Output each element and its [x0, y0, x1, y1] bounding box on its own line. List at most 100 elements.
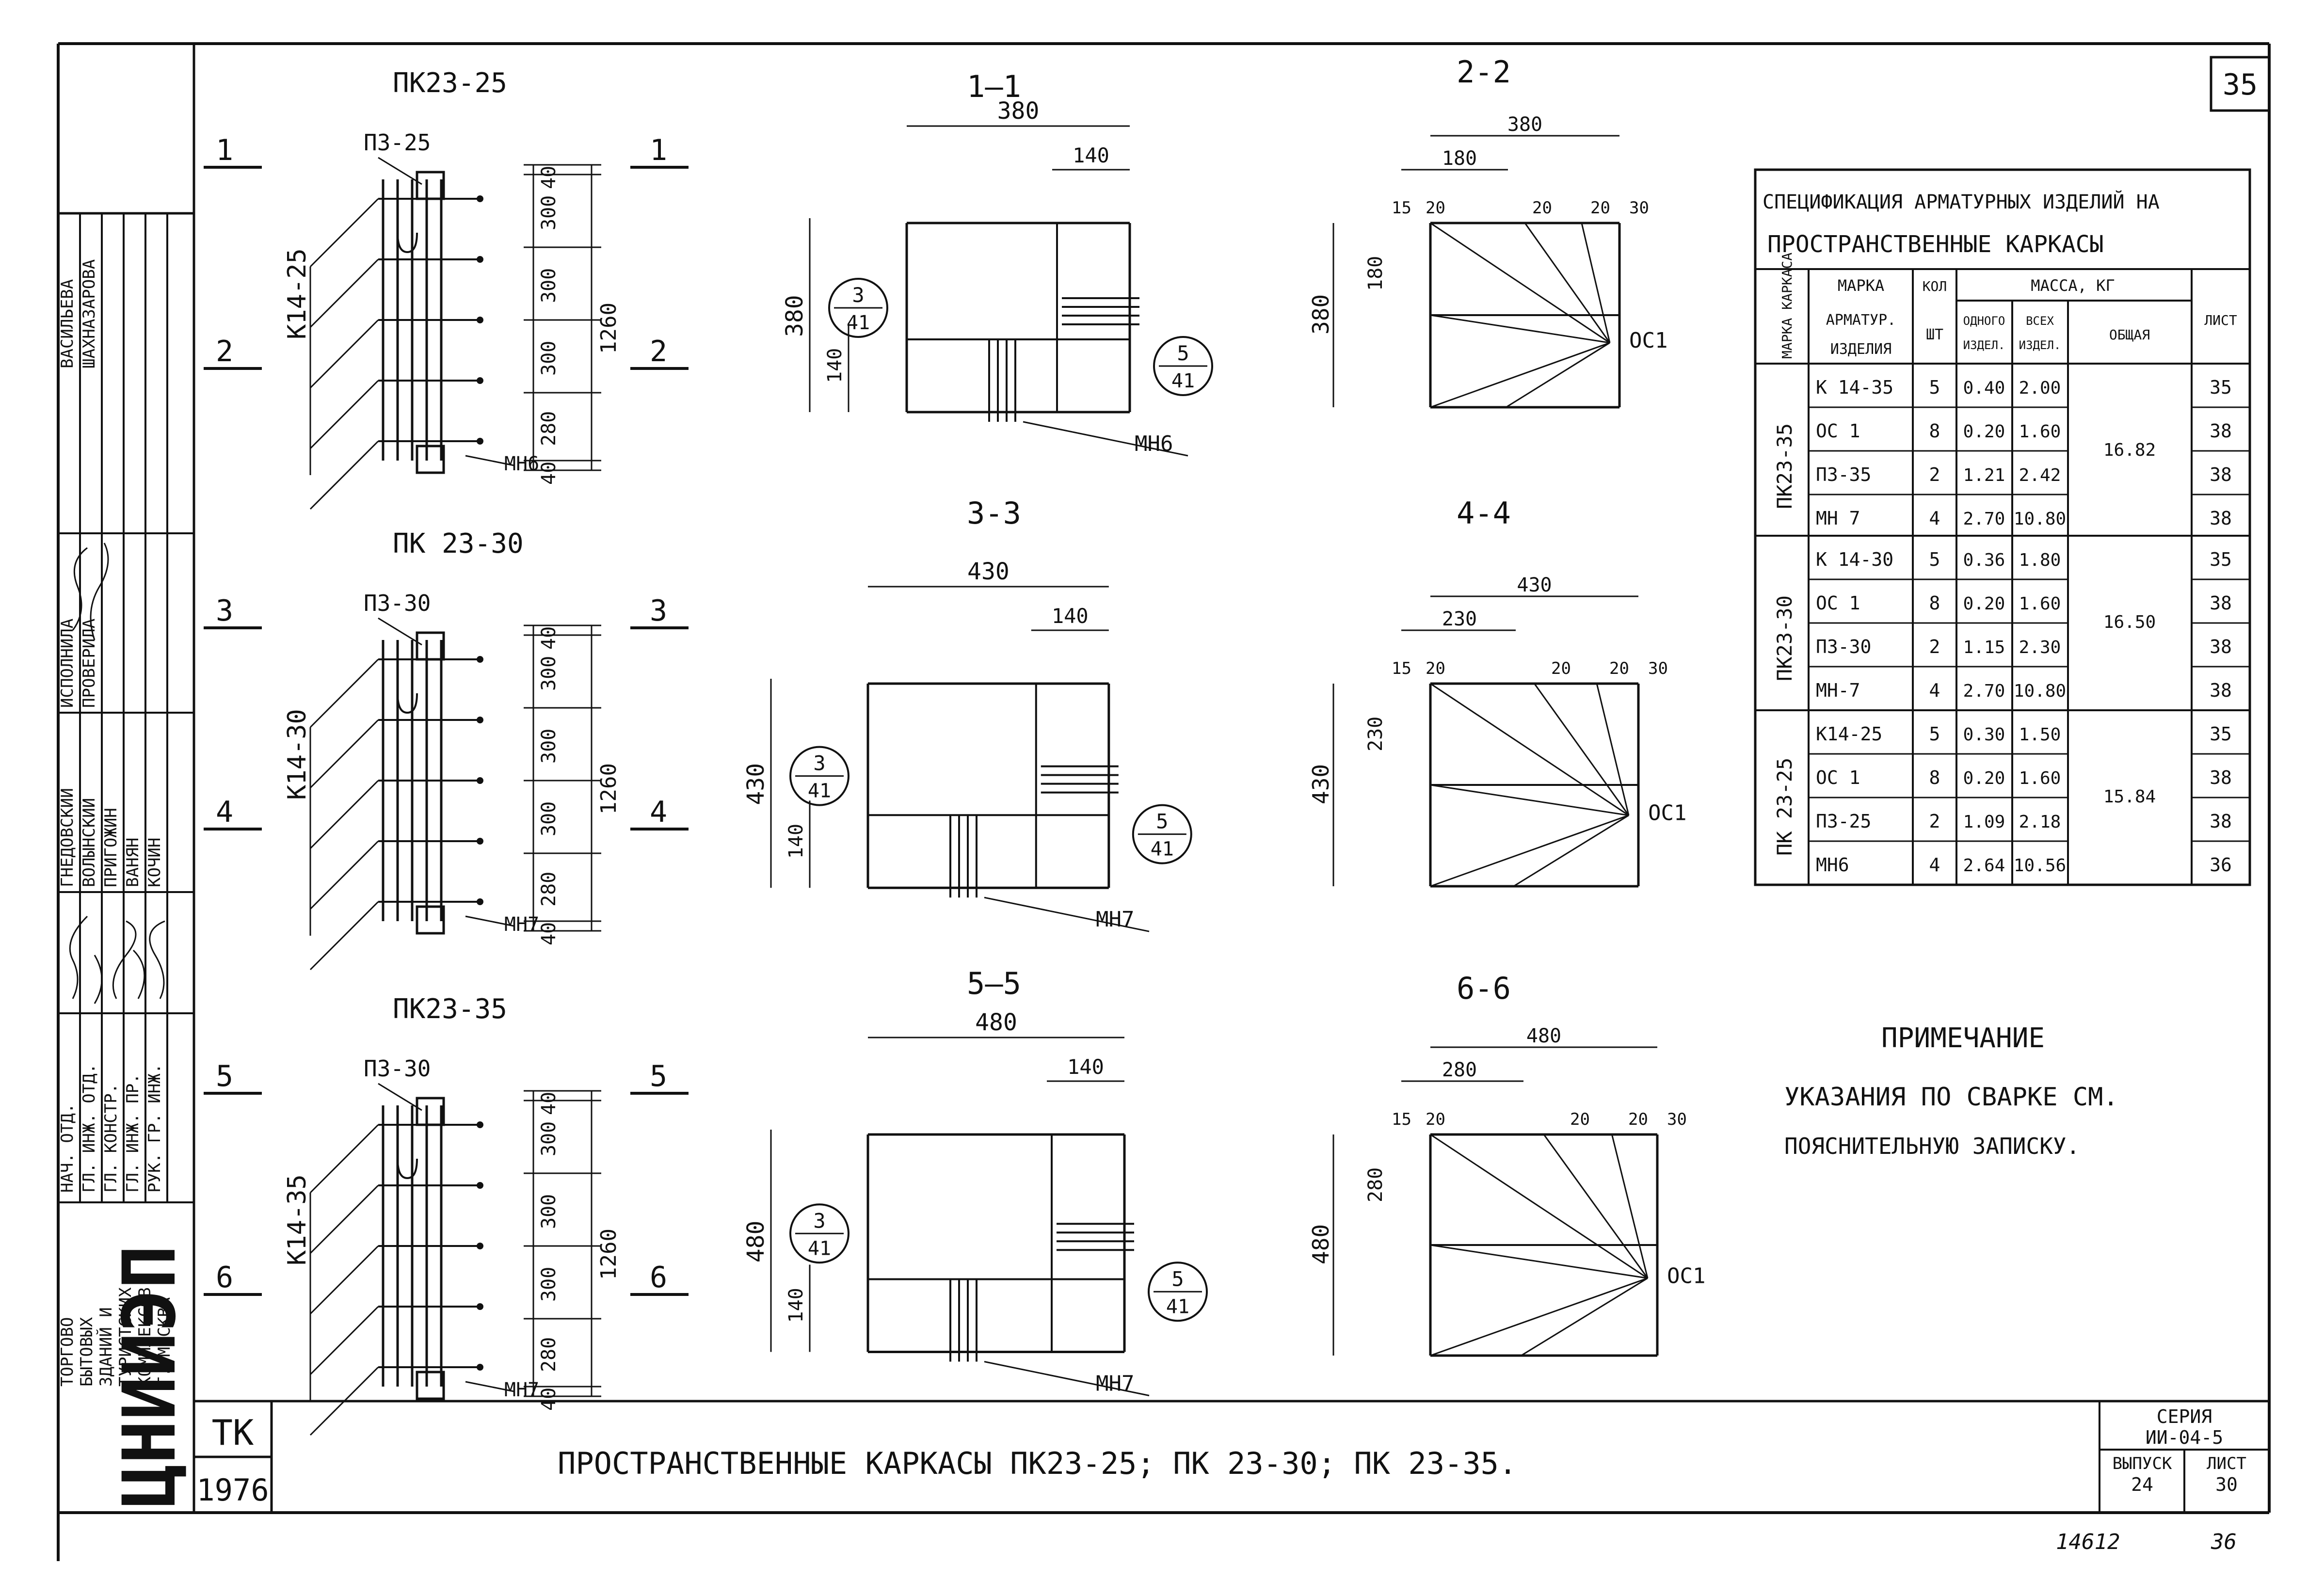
signatures — [69, 543, 165, 1004]
diagonal-rod — [309, 840, 379, 910]
elev-width: 430 — [1517, 574, 1552, 596]
diagonal-rod — [1524, 223, 1611, 343]
leader-line — [465, 455, 514, 466]
note: ПРИМЕЧАНИЕ УКАЗАНИЯ ПО СВАРКЕ СМ. ПОЯСНИ… — [1784, 1022, 2118, 1159]
spec-sheet: 38 — [2210, 636, 2232, 657]
spec-head-all-2: ИЗДЕЛ. — [2019, 338, 2061, 352]
elev-d15: 15 — [1392, 659, 1411, 678]
spec-item-mark: ПЗ-35 — [1816, 464, 1871, 485]
elev-d20b: 20 — [1532, 198, 1552, 218]
sheet-title: ПРОСТРАНСТВЕННЫЕ КАРКАСЫ ПК23-25; ПК 23-… — [558, 1446, 1517, 1481]
elev-sub: 180 — [1442, 147, 1477, 170]
detail-reference-bubble — [1153, 336, 1213, 396]
elev-d20a: 20 — [1426, 659, 1445, 678]
spec-head-qty-1: КОЛ — [1923, 278, 1947, 294]
stamp-name-4: ВАНЯН — [123, 838, 143, 887]
spec-mass-one: 0.20 — [1963, 768, 2005, 788]
dimension-value: 300 — [538, 268, 560, 303]
plan-inner: 140 — [1067, 1055, 1104, 1079]
rod-label: ОС1 — [1629, 328, 1667, 353]
bubble-bottom: 41 — [847, 312, 870, 334]
section-marker-number: 1 — [216, 133, 233, 167]
detail-reference-bubble — [1148, 1262, 1208, 1322]
spec-qty: 8 — [1929, 420, 1940, 442]
stamp-check-name-2: ШАХНАЗАРОВА — [80, 259, 99, 368]
spec-head-item-2: АРМАТУР. — [1826, 312, 1896, 329]
detail-reference-bubble — [789, 1203, 849, 1264]
spec-item-mark: ОС 1 — [1816, 767, 1860, 788]
elev-sub: 280 — [1442, 1059, 1477, 1081]
dimension-value: 300 — [538, 656, 560, 691]
elev-height: 480 — [1308, 1224, 1334, 1264]
weld-point — [477, 777, 483, 784]
diagonal-rod — [309, 780, 379, 849]
section-title-2: 2-2 — [1457, 54, 1511, 90]
bottom-plate — [416, 1371, 445, 1400]
spec-item-mark: МН-7 — [1816, 680, 1860, 701]
elev-d20b: 20 — [1551, 659, 1571, 678]
leader-line — [465, 915, 514, 927]
diagonal-rod — [309, 1245, 379, 1315]
spec-item-mark: ОС 1 — [1816, 592, 1860, 614]
section-title-3: 3-3 — [967, 495, 1021, 531]
dimension-value: 300 — [538, 195, 560, 230]
diagonal-rod — [309, 380, 379, 449]
spec-qty: 2 — [1929, 636, 1940, 657]
spec-item-mark: ПЗ-30 — [1816, 636, 1871, 657]
spec-head-mass: МАССА, КГ — [2031, 276, 2115, 295]
bubble-top: 5 — [1177, 341, 1189, 365]
dimension-value: 40 — [538, 1388, 560, 1411]
spec-item-mark: МН6 — [1816, 854, 1849, 876]
stamp-year: 1976 — [196, 1472, 269, 1508]
stamp-org-6: Г. МОСКВА — [155, 1297, 174, 1387]
spec-mass-all: 2.18 — [2019, 812, 2061, 832]
spec-head-one-2: ИЗДЕЛ. — [1963, 338, 2005, 352]
frame-mark: ПК 23-30 — [393, 528, 524, 559]
section-title-5: 5—5 — [967, 966, 1021, 1001]
weld-point — [477, 1182, 483, 1189]
rod-label: К14-25 — [283, 248, 312, 339]
bottom-plate — [416, 445, 445, 474]
stamp-role-1: НАЧ. ОТД. — [58, 1103, 77, 1193]
spec-item-mark: ОС 1 — [1816, 420, 1860, 442]
dimension-total: 1260 — [596, 763, 621, 814]
plan-inner: 140 — [1073, 144, 1109, 167]
note-title: ПРИМЕЧАНИЕ — [1881, 1022, 2045, 1054]
spec-head-item-1: МАРКА — [1838, 276, 1884, 295]
plan-width: 480 — [975, 1009, 1017, 1036]
spec-mass-one: 1.09 — [1963, 812, 2005, 832]
top-part-label: ПЗ-30 — [364, 1055, 431, 1082]
spec-item-mark: К14-25 — [1816, 723, 1882, 745]
detail-reference-bubble — [1132, 804, 1192, 864]
plan-low: 140 — [824, 348, 846, 383]
spec-sheet: 38 — [2210, 508, 2232, 529]
diagonal-rod — [1430, 222, 1610, 344]
rod-label: ОС1 — [1648, 801, 1686, 826]
spec-qty: 4 — [1929, 508, 1940, 529]
note-line-2: ПОЯСНИТЕЛЬНУЮ ЗАПИСКУ. — [1784, 1133, 2080, 1159]
bubble-bottom: 41 — [1171, 370, 1195, 392]
spec-sheet: 38 — [2210, 464, 2232, 485]
spec-head-qty-2: ШТ — [1926, 326, 1943, 343]
dimension-value: 280 — [538, 1337, 560, 1372]
spec-mass-one: 1.15 — [1963, 638, 2005, 657]
elev-d20b: 20 — [1570, 1110, 1590, 1129]
stamp-sheet-label: ЛИСТ — [2207, 1454, 2246, 1473]
spec-mass-all: 1.80 — [2019, 550, 2061, 570]
bubble-top: 5 — [1171, 1267, 1184, 1291]
diagonal-rod — [1430, 314, 1610, 344]
leader-line — [984, 896, 1150, 932]
section-marker-number: 4 — [216, 795, 233, 829]
top-plate — [416, 1097, 445, 1126]
top-part-label: ПЗ-25 — [364, 129, 431, 156]
spec-mass-all: 10.80 — [2014, 509, 2066, 529]
leader-line — [378, 617, 422, 646]
spec-mass-one: 0.20 — [1963, 594, 2005, 614]
weld-point — [477, 1121, 483, 1128]
